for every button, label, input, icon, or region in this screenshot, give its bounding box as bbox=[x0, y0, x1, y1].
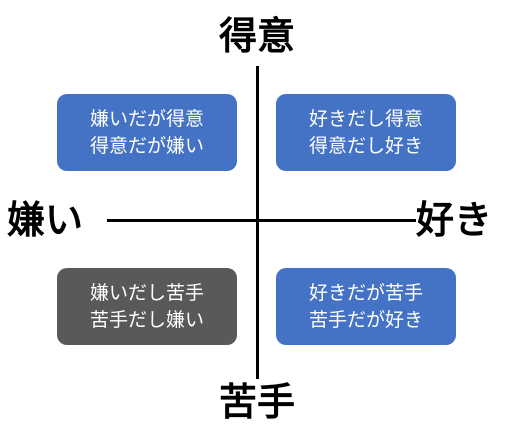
axis-label-right: 好き bbox=[416, 198, 493, 242]
quadrant-top-right: 好きだし得意 得意だし好き bbox=[276, 94, 456, 171]
quadrant-top-left: 嫌いだが得意 得意だが嫌い bbox=[57, 94, 237, 171]
quadrant-top-left-line1: 嫌いだが得意 bbox=[89, 107, 204, 130]
axis-label-left: 嫌い bbox=[7, 198, 84, 242]
axis-label-bottom: 苦手 bbox=[218, 380, 295, 424]
axis-label-top: 得意 bbox=[218, 14, 295, 58]
quadrant-top-left-line2: 得意だが嫌い bbox=[89, 134, 204, 157]
quadrant-top-right-line2: 得意だし好き bbox=[308, 134, 423, 157]
quadrant-bottom-right-line2: 苦手だが好き bbox=[308, 308, 423, 331]
quadrant-bottom-left: 嫌いだし苦手 苦手だし嫌い bbox=[57, 268, 237, 345]
quadrant-bottom-left-line1: 嫌いだし苦手 bbox=[89, 281, 204, 304]
quadrant-top-right-line1: 好きだし得意 bbox=[308, 107, 423, 130]
horizontal-axis-line bbox=[107, 219, 416, 222]
quadrant-bottom-left-line2: 苦手だし嫌い bbox=[89, 308, 204, 331]
vertical-axis-line bbox=[256, 66, 259, 379]
quadrant-bottom-right: 好きだが苦手 苦手だが好き bbox=[276, 268, 456, 345]
quadrant-bottom-right-line1: 好きだが苦手 bbox=[308, 281, 423, 304]
